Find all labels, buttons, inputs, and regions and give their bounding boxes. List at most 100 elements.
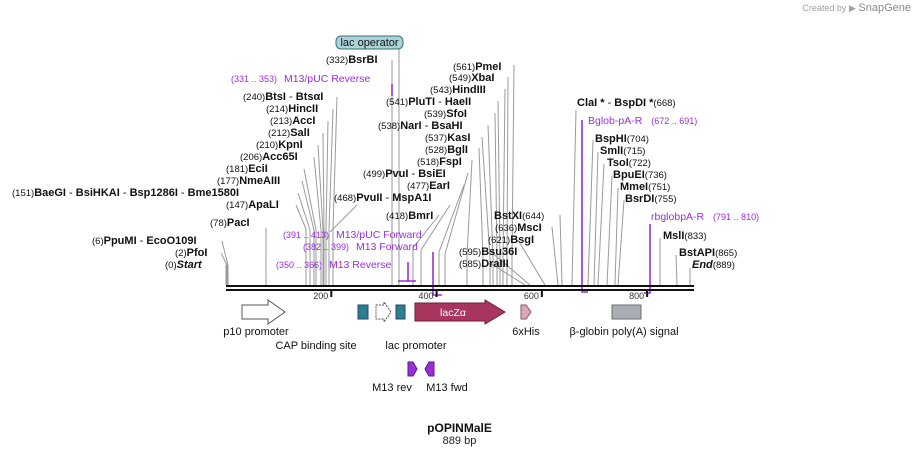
site-name: BsgI (510, 234, 534, 246)
feature-lac-operator-box (395, 304, 406, 320)
credit-text: Created by (802, 3, 847, 13)
site-name: BstXI (494, 210, 522, 222)
site-position: (151) (12, 188, 34, 199)
primer-label-m13-forward: (382 .. 399) M13 Forward (303, 241, 418, 253)
restriction-site-label: SmlI(715) (600, 145, 645, 157)
restriction-site-label: End(889) (692, 259, 735, 271)
leader-tsoi (597, 163, 605, 286)
site-name: BsaHI (431, 120, 462, 132)
site-name: - (422, 120, 432, 132)
leader-draiii (489, 262, 526, 286)
feature-m13-rev-arrow (407, 361, 418, 377)
site-name: PmeI (475, 61, 501, 73)
lac-operator-box (335, 35, 404, 50)
site-position: (704) (627, 134, 649, 145)
site-name: PacI (227, 217, 250, 229)
site-name: NmeAIII (239, 175, 280, 187)
site-name: AccI (292, 115, 315, 127)
leader-kasi (481, 136, 491, 285)
site-name: - (408, 168, 418, 180)
site-name: FspI (439, 156, 462, 168)
restriction-site-label: (177)NmeAIII (217, 175, 280, 187)
site-name: KpnI (278, 139, 302, 151)
site-name: MmeI (620, 181, 648, 193)
site-position: (541) (386, 97, 408, 108)
restriction-site-label: (538)NarI - BsaHI (378, 120, 463, 132)
leader-pvui (444, 172, 469, 285)
site-name: End (692, 259, 713, 271)
leader-pmei (511, 64, 515, 285)
site-name: BglI (447, 144, 468, 156)
site-name: BtsαI (296, 91, 324, 103)
leader-baegi (297, 192, 311, 285)
restriction-site-label: (332)BsrBI (326, 54, 378, 66)
credit-brand: SnapGene (858, 2, 911, 14)
site-position: (539) (424, 109, 446, 120)
restriction-site-label: (151)BaeGI - BsiHKAI - Bsp1286I - Bme158… (12, 187, 239, 199)
restriction-site-label: (181)EciI (226, 163, 268, 175)
site-position: (865) (715, 248, 737, 259)
site-name: - (120, 187, 130, 199)
feature-6xhis-label: 6xHis (512, 326, 540, 338)
leader-hincii (328, 108, 334, 285)
restriction-site-label: MslI(833) (663, 230, 707, 242)
site-name: MslI (663, 230, 684, 242)
site-position: (722) (629, 158, 651, 169)
site-name: SfoI (446, 108, 467, 120)
restriction-site-label: (539)SfoI (424, 108, 467, 120)
leader-pvuii2 (420, 204, 451, 285)
feature-lac-promoter-arrow (375, 300, 392, 324)
site-position: (78) (210, 218, 227, 229)
ruler-tick-label: 200 (313, 291, 328, 301)
snapgene-credit: Created by ▶ SnapGene (802, 2, 911, 14)
primer-rbglob-mark (644, 224, 651, 294)
site-name: NarI (400, 120, 421, 132)
feature-m13-fwd-arrow (424, 361, 435, 377)
site-name: BaeGI (34, 187, 66, 199)
lac-operator-label: lac operator (340, 37, 398, 49)
site-name: - (66, 187, 76, 199)
site-name: SmlI (600, 145, 623, 157)
leader-bsgi (517, 239, 546, 286)
site-position: (213) (270, 116, 292, 127)
leader-clai (571, 109, 577, 286)
site-position: (621) (488, 235, 510, 246)
site-position: (549) (449, 73, 471, 84)
leader-ecii (303, 168, 317, 285)
leader-kpni (317, 144, 324, 285)
site-name: ClaI * (577, 97, 605, 109)
restriction-site-label: (595)Bsu36I (459, 246, 517, 258)
restriction-site-label: (0)Start (165, 259, 203, 271)
leader-bpuei (606, 175, 613, 286)
leader-pvuii (329, 204, 358, 233)
restriction-site-label: BstXI(644) (494, 210, 544, 222)
feature-6xhis-arrow (520, 304, 532, 320)
leader-smli (593, 151, 599, 286)
site-leader-lines (220, 48, 691, 286)
leader-bsphi (587, 139, 594, 286)
leader-nmeaiii (301, 180, 315, 285)
restriction-site-label: (561)PmeI (453, 61, 501, 73)
restriction-site-label: (147)ApaLI (226, 199, 279, 211)
site-name: Acc65I (262, 151, 297, 163)
site-position: (2) (175, 248, 187, 259)
sequence-name: pOPINMalE (427, 421, 492, 435)
feature-m13-fwd-label: M13 fwd (426, 382, 468, 394)
site-position: (715) (623, 146, 645, 157)
site-position: (177) (217, 176, 239, 187)
restriction-site-label: (636)MscI (495, 222, 542, 234)
feature-lacz-arrow (414, 299, 506, 325)
restriction-site-label: BspHI(704) (595, 133, 649, 145)
leader-sfoi (494, 112, 498, 285)
site-position: (499) (363, 169, 385, 180)
site-name: PfoI (187, 247, 208, 259)
site-position: (6) (92, 236, 104, 247)
site-position: (585) (459, 259, 481, 270)
leader-pluti (497, 100, 501, 285)
restriction-site-label: (518)FspI (417, 156, 462, 168)
leader-bgli (478, 147, 484, 285)
primer-label-rbglobpa-r: rbglobpA-R (791 .. 810) (651, 211, 759, 223)
site-position: (206) (240, 152, 262, 163)
restriction-site-label: (499)PvuI - BsiEI (363, 168, 446, 180)
